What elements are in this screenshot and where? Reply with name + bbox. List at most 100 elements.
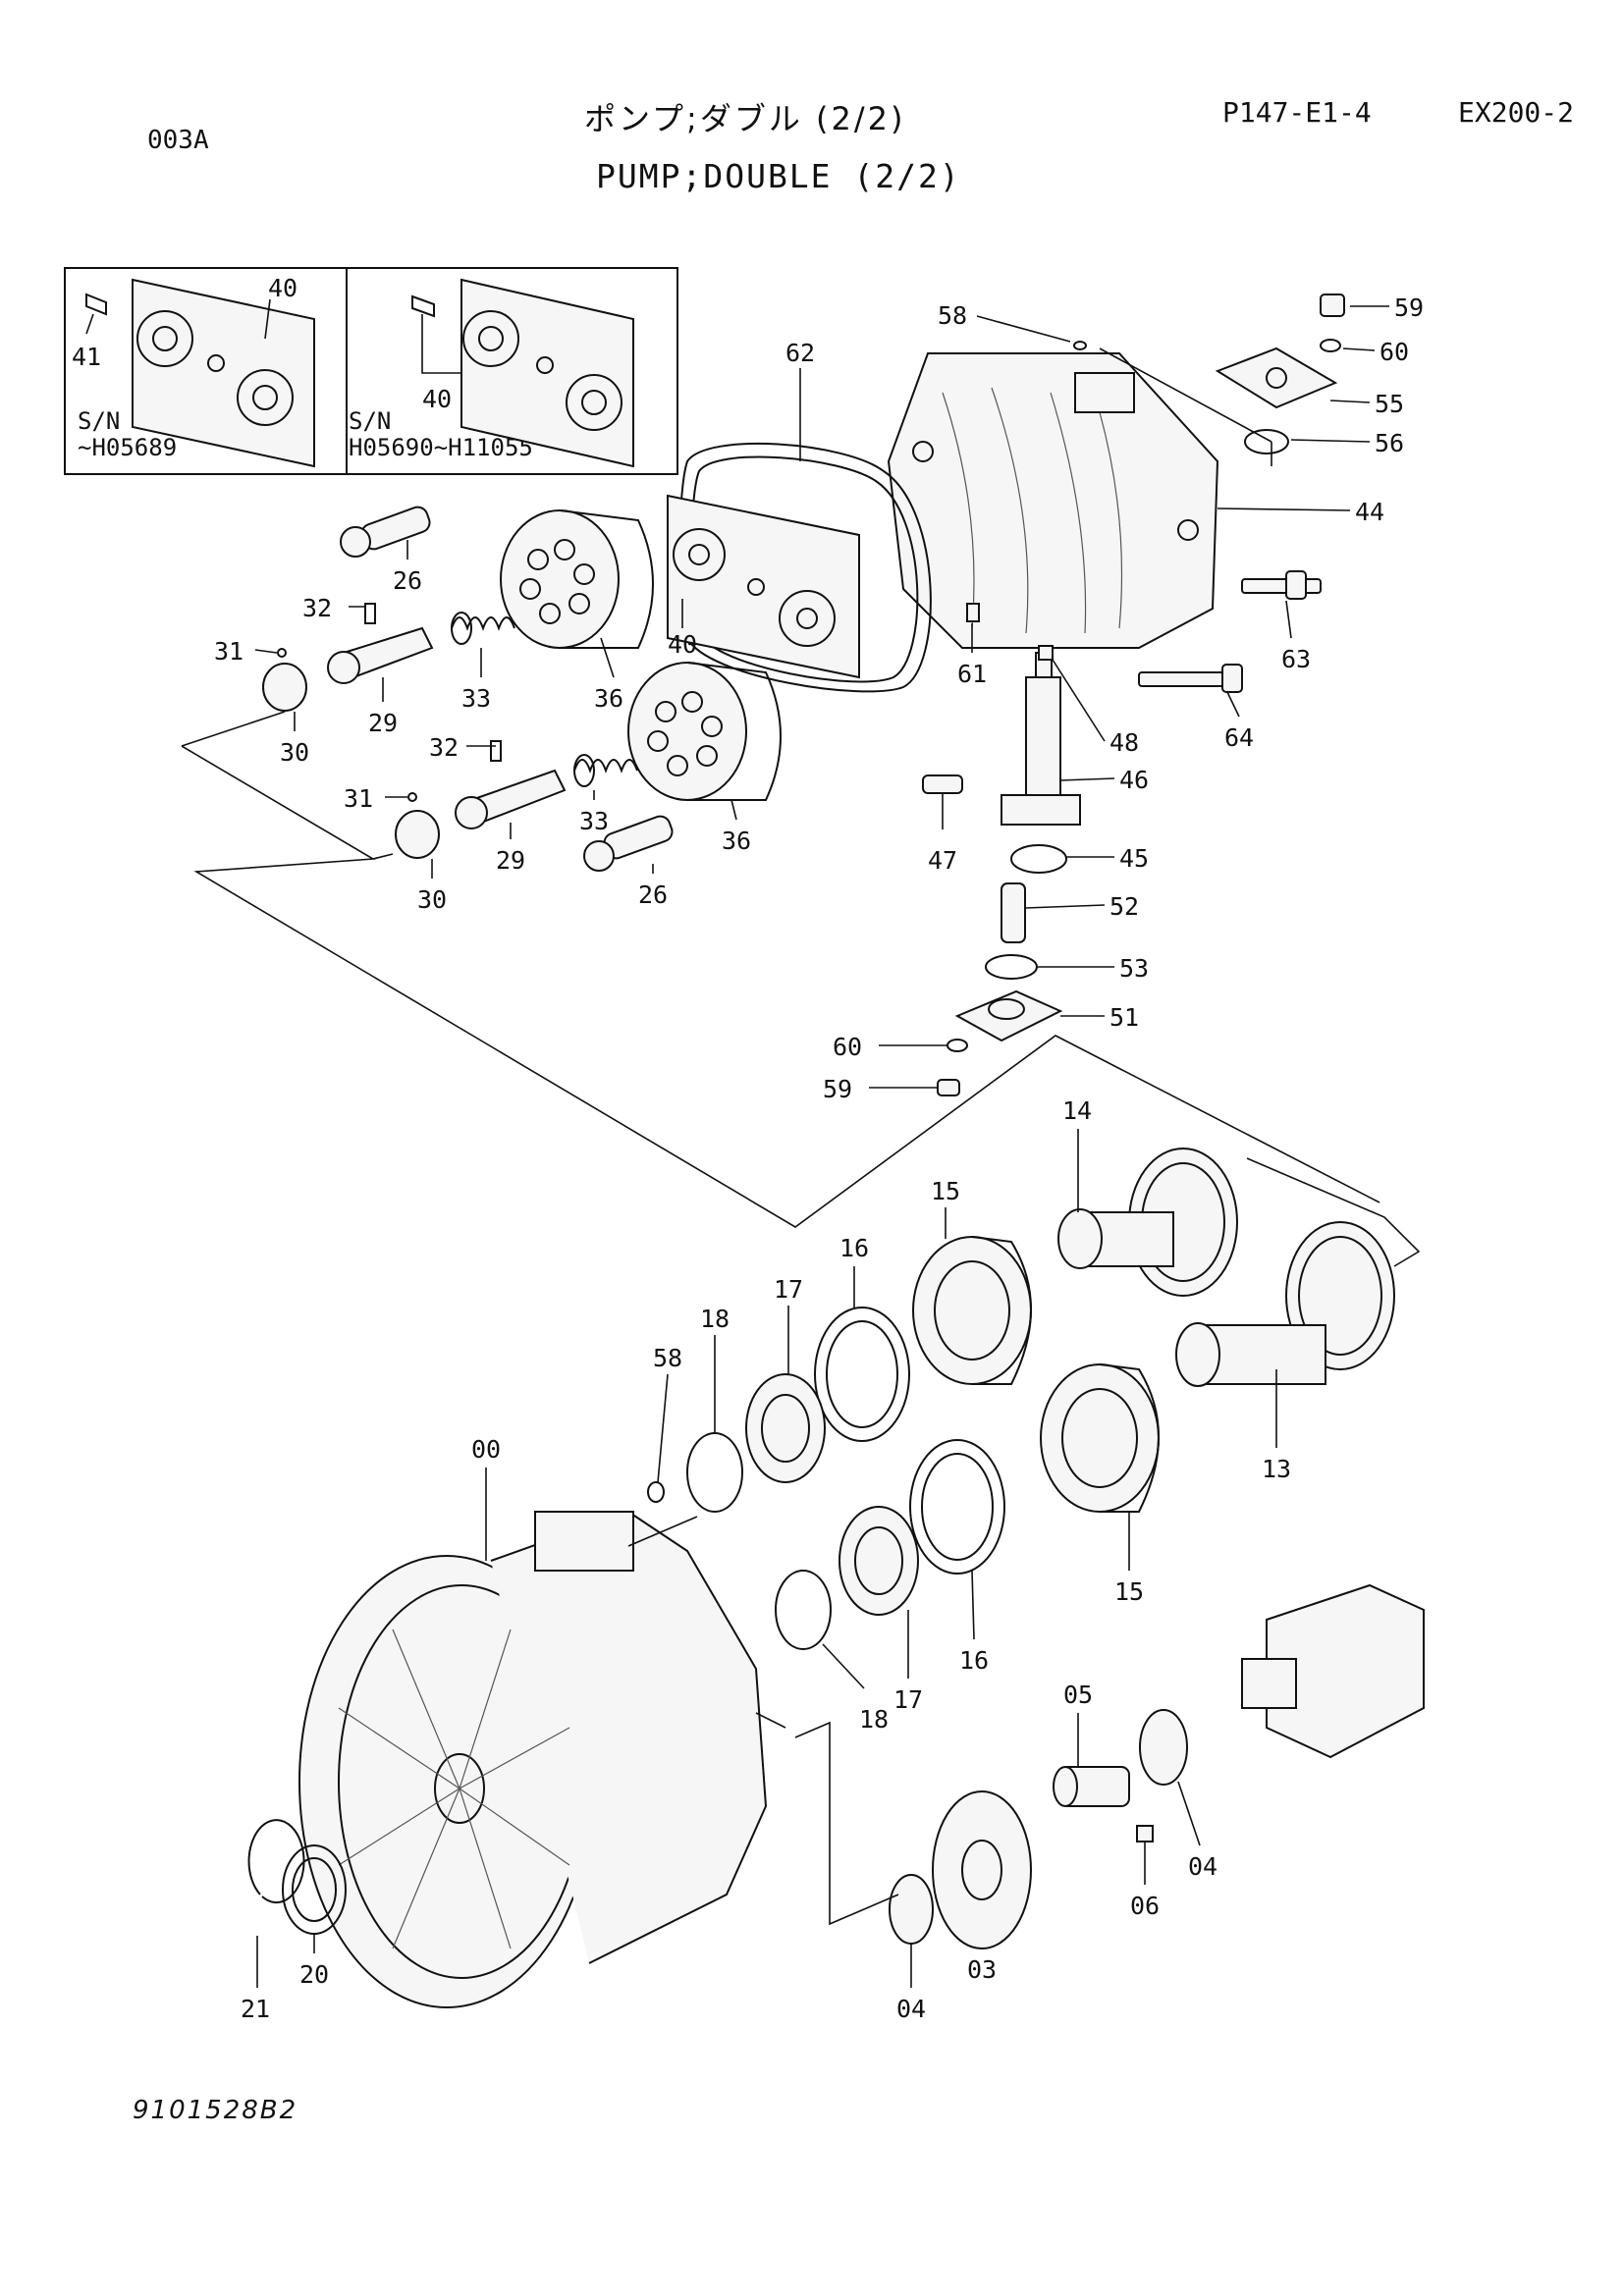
part-36-cylinder-block-lower xyxy=(627,662,782,801)
callout-63: 63 xyxy=(1281,645,1311,673)
callout-56: 56 xyxy=(1375,429,1404,457)
callout-61: 61 xyxy=(957,660,987,688)
callout-36-lower: 36 xyxy=(722,827,751,855)
callout-29-upper: 29 xyxy=(368,709,398,737)
model-number: EX200-2 xyxy=(1458,96,1575,129)
callout-32-lower: 32 xyxy=(429,733,459,762)
part-17-bearing-lower xyxy=(839,1506,919,1616)
part-36-cylinder-block-upper xyxy=(500,509,654,649)
inset-right-sn-label: S/N xyxy=(349,407,392,435)
callout-26-upper: 26 xyxy=(393,566,422,595)
callout-16-lower: 16 xyxy=(959,1646,989,1675)
inset-left-serial: S/N ~H05689 xyxy=(78,408,177,461)
part-05-coupling xyxy=(1053,1766,1130,1807)
part-58-plug-upper xyxy=(1073,341,1087,350)
callout-15-upper: 15 xyxy=(931,1177,960,1205)
part-58-plug-lower xyxy=(647,1481,665,1503)
part-29-rod-upper xyxy=(327,603,434,684)
callout-51: 51 xyxy=(1109,1003,1139,1032)
inset-right-serial: S/N H05690~H11055 xyxy=(349,408,533,461)
callout-47: 47 xyxy=(928,846,957,875)
title-japanese: ポンプ;ダブル (2/2) xyxy=(584,100,906,137)
callout-46: 46 xyxy=(1119,766,1149,794)
part-21-snap-ring xyxy=(247,1819,305,1904)
part-26-piston-upper xyxy=(340,506,431,558)
part-13-gear-shaft xyxy=(1175,1221,1395,1387)
part-00-pump-casing xyxy=(298,1510,768,2008)
callout-17-lower: 17 xyxy=(893,1685,923,1714)
inset-valve-plate-right xyxy=(411,278,634,468)
callout-36-upper: 36 xyxy=(594,684,623,713)
part-60-washer-lower xyxy=(947,1039,968,1052)
part-31-ball-lower xyxy=(407,792,417,802)
part-52-plug xyxy=(1001,882,1026,943)
part-29-rod-lower xyxy=(455,740,567,829)
section-code: 003A xyxy=(147,126,209,155)
part-18-snap-ring-lower xyxy=(775,1570,832,1650)
part-04-bearing-lower xyxy=(889,1874,934,1945)
callout-60-lower: 60 xyxy=(833,1033,862,1061)
part-46-shaft xyxy=(1001,652,1081,826)
callout-33-lower: 33 xyxy=(579,807,609,835)
part-26-piston-lower xyxy=(583,815,674,872)
part-14-gear-shaft xyxy=(1057,1148,1238,1297)
callout-30-upper: 30 xyxy=(280,738,309,767)
part-63-bolt xyxy=(1241,570,1322,600)
serial-number-inset: S/N ~H05689 S/N H05690~H11055 xyxy=(64,267,678,475)
part-06-key xyxy=(1136,1825,1154,1842)
part-31-ball-upper xyxy=(277,648,287,658)
part-61-pin xyxy=(966,603,980,622)
inset-left-sn-range: ~H05689 xyxy=(78,434,178,461)
callout-18-upper: 18 xyxy=(700,1305,730,1333)
callouts: 40 41 40 58 59 60 55 56 62 44 26 32 31 3… xyxy=(72,274,1424,2023)
callout-14: 14 xyxy=(1062,1096,1092,1125)
part-16-ring-lower xyxy=(909,1439,1005,1575)
callout-31-lower: 31 xyxy=(344,784,373,813)
callout-40-inset-right: 40 xyxy=(422,385,452,413)
inset-valve-plate-left xyxy=(85,278,315,468)
callout-13: 13 xyxy=(1262,1455,1291,1483)
part-33-spring-lower xyxy=(573,754,638,787)
callout-60-upper: 60 xyxy=(1380,338,1409,366)
callout-59-upper: 59 xyxy=(1394,294,1424,322)
callout-06: 06 xyxy=(1130,1892,1160,1920)
callout-55: 55 xyxy=(1375,390,1404,418)
callout-29-lower: 29 xyxy=(496,846,525,875)
callout-15-lower: 15 xyxy=(1114,1577,1144,1606)
callout-04-upper: 04 xyxy=(1188,1852,1217,1881)
callout-05: 05 xyxy=(1063,1681,1093,1709)
callout-26-lower: 26 xyxy=(638,881,668,909)
part-60-washer-upper xyxy=(1320,339,1341,352)
part-18-snap-ring-upper xyxy=(686,1432,743,1513)
callout-53: 53 xyxy=(1119,954,1149,983)
callout-20: 20 xyxy=(299,1960,329,1989)
callout-16-upper: 16 xyxy=(839,1234,869,1262)
callout-58-upper: 58 xyxy=(938,301,967,330)
part-40-valve-plate xyxy=(667,494,860,679)
part-59-bolt-lower xyxy=(937,1079,960,1096)
part-53-o-ring xyxy=(985,954,1038,980)
part-64-bolt xyxy=(1138,664,1243,693)
callout-03: 03 xyxy=(967,1955,997,1984)
part-15-bearing-lower xyxy=(1040,1363,1160,1513)
part-30-shoe-lower xyxy=(395,810,440,859)
callout-31-upper: 31 xyxy=(214,637,243,666)
figure-number: 9101528B2 xyxy=(133,2096,298,2125)
callout-58-lower: 58 xyxy=(653,1344,682,1372)
callout-40-upper: 40 xyxy=(668,630,697,659)
part-51-cover xyxy=(954,989,1063,1042)
callout-62: 62 xyxy=(785,339,815,367)
part-48-plug xyxy=(1038,645,1054,661)
callout-00: 00 xyxy=(471,1435,501,1464)
callout-40-inset-left: 40 xyxy=(268,274,298,302)
inset-left-sn-label: S/N xyxy=(78,407,121,435)
callout-59-lower: 59 xyxy=(823,1075,852,1103)
part-44-pump-housing xyxy=(887,352,1219,649)
part-47-pin xyxy=(922,774,963,794)
callout-17-upper: 17 xyxy=(774,1275,803,1304)
part-30-shoe-upper xyxy=(262,663,307,712)
inset-right-sn-range: H05690~H11055 xyxy=(349,434,533,461)
callout-48: 48 xyxy=(1109,728,1139,757)
inset-divider xyxy=(346,269,348,473)
